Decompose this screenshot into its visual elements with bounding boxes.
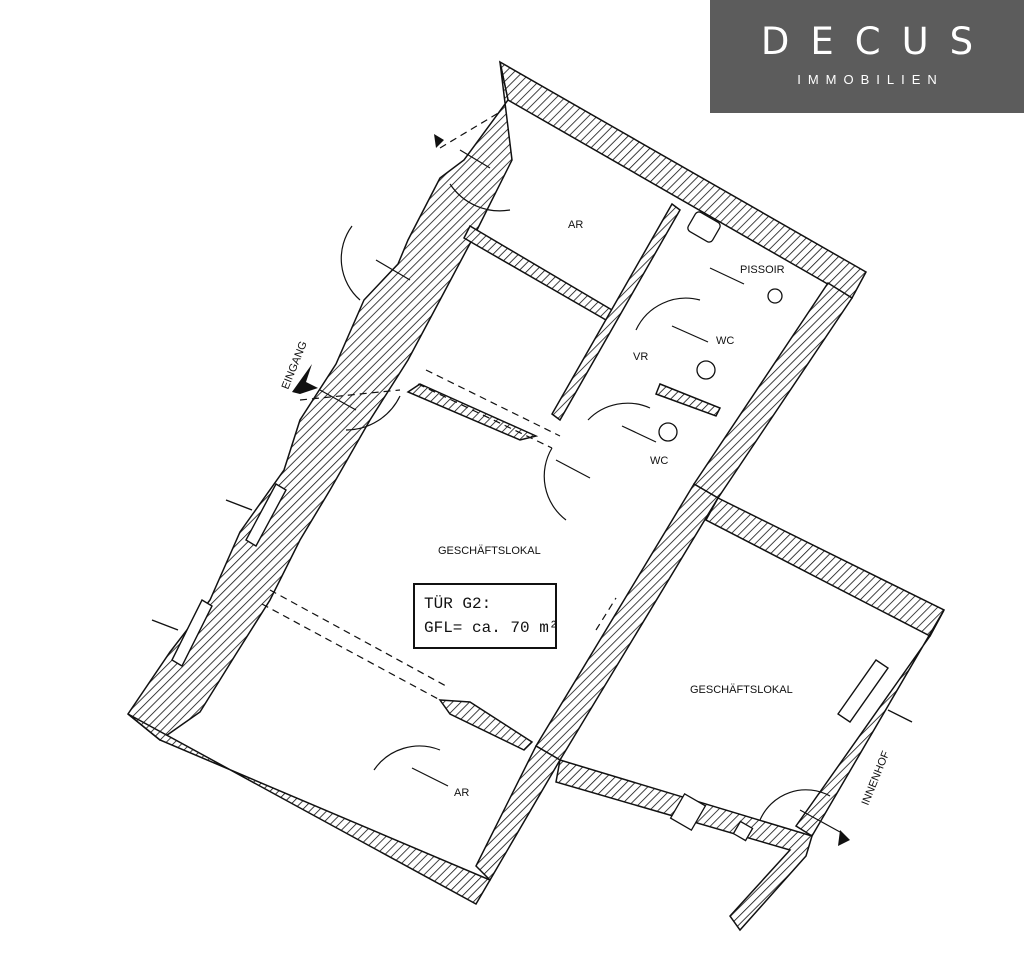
windows [151, 483, 913, 723]
courtyard-label: INNENHOF [860, 749, 893, 807]
room-label-pissoir: PISSOIR [740, 264, 785, 276]
room-label-vr: VR [633, 351, 648, 363]
room-label-wc-upper: WC [716, 335, 734, 347]
room-label-geschaeftslokal-main: GESCHÄFTSLOKAL [438, 545, 541, 557]
door-swings [319, 149, 841, 833]
sanitary-fixtures [658, 211, 783, 842]
room-label-ar-top: AR [568, 219, 583, 231]
room-label-wc-lower: WC [650, 455, 668, 467]
room-label-geschaeftslokal-right: GESCHÄFTSLOKAL [690, 684, 793, 696]
info-box-line1: TÜR G2: [424, 594, 491, 613]
arrow-markers [434, 134, 850, 846]
logo-name: DECUS [760, 20, 995, 63]
company-logo: DECUS IMMOBILIEN [710, 0, 1024, 113]
info-box-line2: GFL= ca. 70 m² [424, 619, 558, 637]
exterior-walls [126, 60, 946, 932]
logo-subtitle: IMMOBILIEN [797, 72, 944, 87]
room-label-ar-bottom: AR [454, 787, 469, 799]
entrance-arrow [292, 364, 318, 394]
beam-lines [261, 111, 617, 701]
info-box [413, 583, 557, 649]
